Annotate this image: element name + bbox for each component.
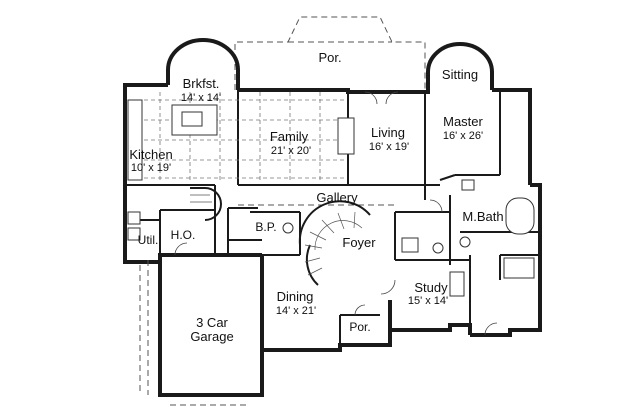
living-size: 16' x 19' xyxy=(369,141,409,153)
study-size: 15' x 14' xyxy=(408,295,448,307)
garage-doors xyxy=(139,260,250,406)
kitchen-label: Kitchen xyxy=(129,147,172,162)
gallery-label: Gallery xyxy=(316,190,358,205)
home-office-label: H.O. xyxy=(171,228,196,242)
sitting-label: Sitting xyxy=(442,67,478,82)
kitchen-size: 10' x 19' xyxy=(131,162,171,174)
ceiling-beams xyxy=(130,92,345,182)
master-label: Master xyxy=(443,114,483,129)
rear-porch-label: Por. xyxy=(318,50,341,65)
doors xyxy=(174,91,498,336)
master-bath-fixtures xyxy=(459,179,535,279)
family-label: Family xyxy=(270,129,309,144)
garage-label-line1: 3 Car xyxy=(196,315,228,330)
living-label: Living xyxy=(371,125,405,140)
dining-label: Dining xyxy=(277,289,314,304)
breakfast-label: Brkfst. xyxy=(183,76,220,91)
garage-label-line2: Garage xyxy=(190,329,233,344)
powder-fixtures xyxy=(127,211,444,254)
utility-label: Util. xyxy=(138,233,159,247)
kitchen-counters xyxy=(127,99,218,181)
master-size: 16' x 26' xyxy=(443,130,483,142)
foyer-label: Foyer xyxy=(342,235,376,250)
bp-label: B.P. xyxy=(255,220,276,234)
breakfast-size: 14' x 14' xyxy=(181,92,221,104)
family-size: 21' x 20' xyxy=(271,145,311,157)
kitchen-stairs xyxy=(190,187,222,221)
master-bath-label: M.Bath xyxy=(462,209,503,224)
study-label: Study xyxy=(414,280,448,295)
dining-size: 14' x 21' xyxy=(276,305,316,317)
foyer-stairs xyxy=(298,200,371,286)
fireplaces xyxy=(337,117,465,297)
front-porch-label: Por. xyxy=(349,320,370,334)
exterior-walls xyxy=(123,38,542,397)
rear-porch-outline xyxy=(234,16,426,90)
